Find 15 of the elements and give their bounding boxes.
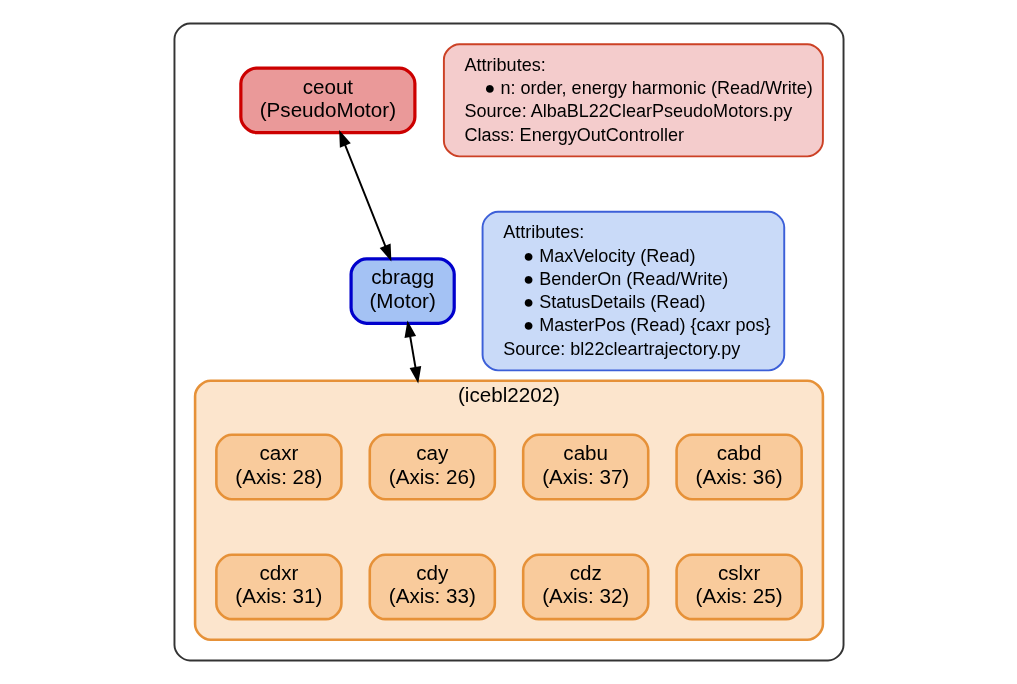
node-box: cabu (Axis: 37) (521, 433, 649, 501)
node-box: Attributes: ● n: order, energy harmonic (Read/Write) Source: AlbaBL22ClearPseudoMotors.py Class: EnergyOutController (442, 43, 824, 158)
arrow (338, 129, 391, 262)
node-box: cbragg (Motor) (348, 257, 456, 325)
node-box: caxr (Axis: 28) (214, 433, 343, 501)
node-box: cdy (Axis: 33) (367, 553, 496, 621)
node-box: ceout (PseudoMotor) (238, 66, 416, 135)
node-box: Attributes: ● MaxVelocity (Read) ● BenderOn (Read/Write) ● StatusDetails (Read) ● MasterPos (Read) {caxr pos} Source: bl22cleartrajectory.py (481, 210, 785, 372)
node-box: cdxr (Axis: 31) (214, 553, 343, 621)
node-box: cdz (Axis: 32) (521, 553, 649, 621)
node-box: cay (Axis: 26) (367, 433, 496, 501)
node-box: cabd (Axis: 36) (674, 433, 803, 501)
node-box: cslxr (Axis: 25) (674, 553, 803, 621)
arrow (404, 320, 421, 384)
cluster (173, 22, 844, 662)
